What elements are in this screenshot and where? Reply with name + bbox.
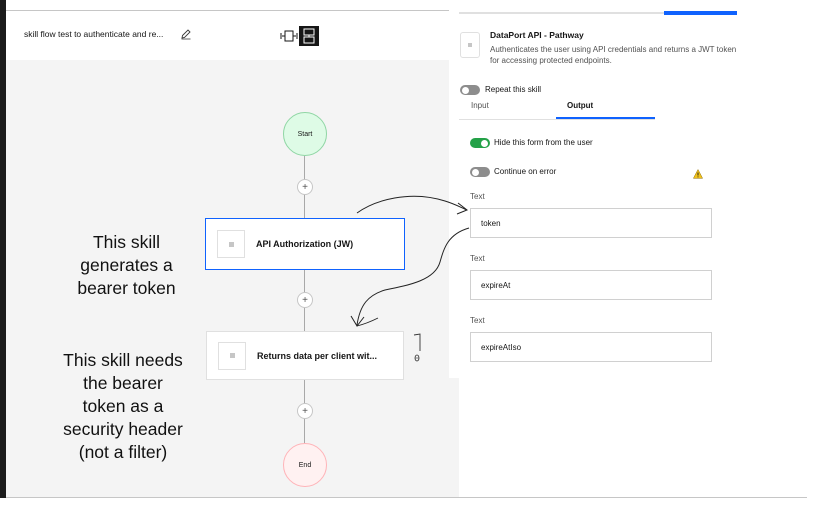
handwritten-mark: [413, 333, 423, 365]
active-tab-indicator: [556, 117, 655, 119]
pencil-icon[interactable]: [180, 27, 192, 40]
annotation-line: security header: [63, 419, 183, 439]
add-step-button[interactable]: +: [297, 403, 313, 419]
hide-form-label: Hide this form from the user: [494, 138, 593, 147]
annotation-note-2: This skill needs the bearer token as a s…: [50, 349, 196, 464]
flow-view-icon[interactable]: [279, 26, 299, 46]
bottom-divider: [6, 497, 807, 498]
continue-on-error-toggle[interactable]: [470, 167, 490, 177]
start-node[interactable]: Start: [283, 112, 327, 156]
tab-bar: Input Output: [459, 99, 655, 120]
hide-form-toggle[interactable]: [470, 138, 490, 148]
skill-description: Authenticates the user using API credent…: [490, 45, 737, 65]
output-field-label: Text: [470, 254, 485, 263]
skill-card-returns-data[interactable]: Returns data per client wit...: [206, 331, 404, 380]
annotation-line: This skill needs: [63, 350, 183, 370]
tab-output[interactable]: Output: [567, 101, 594, 110]
panel-top-tabline: [459, 12, 734, 14]
repeat-label: Repeat this skill: [485, 85, 542, 94]
output-field-label: Text: [470, 316, 485, 325]
tab-input[interactable]: Input: [471, 101, 489, 110]
repeat-toggle[interactable]: [460, 85, 480, 95]
end-label: End: [298, 461, 312, 469]
skill-details-panel: [449, 0, 807, 378]
add-step-button[interactable]: +: [297, 179, 313, 195]
annotation-line: This skill: [92, 232, 161, 252]
builder-view-icon[interactable]: [299, 26, 319, 46]
output-field-expireatiso[interactable]: expireAtIso: [470, 332, 712, 362]
view-toggle: [279, 26, 319, 46]
continue-on-error-label: Continue on error: [494, 167, 557, 176]
start-label: Start: [297, 130, 313, 138]
annotation-line: token as a: [82, 396, 164, 416]
annotation-line: the bearer: [83, 373, 163, 393]
annotation-line: bearer token: [77, 278, 176, 298]
warning-triangle-icon: [692, 166, 704, 179]
skill-title: DataPort API - Pathway: [490, 30, 584, 40]
annotation-line: generates a: [80, 255, 173, 275]
output-field-label: Text: [470, 192, 485, 201]
output-field-token[interactable]: token: [470, 208, 712, 238]
panel-top-tab-indicator: [664, 11, 737, 15]
skill-label: Returns data per client wit...: [257, 350, 378, 361]
skill-label: API Authorization (JW): [256, 239, 354, 249]
annotation-line: (not a filter): [78, 442, 168, 462]
skill-icon: [218, 341, 246, 370]
api-skill-icon: [460, 32, 480, 58]
skill-icon: [217, 230, 245, 258]
window-edge: [0, 0, 6, 498]
top-divider: [6, 10, 807, 11]
add-step-button[interactable]: +: [297, 292, 313, 308]
end-node[interactable]: End: [283, 443, 327, 487]
output-field-expireat[interactable]: expireAt: [470, 270, 712, 300]
skill-card-api-authorization[interactable]: API Authorization (JW): [205, 218, 405, 270]
annotation-note-1: This skill generates a bearer token: [64, 231, 189, 300]
flow-title: skill flow test to authenticate and re..…: [24, 29, 164, 39]
